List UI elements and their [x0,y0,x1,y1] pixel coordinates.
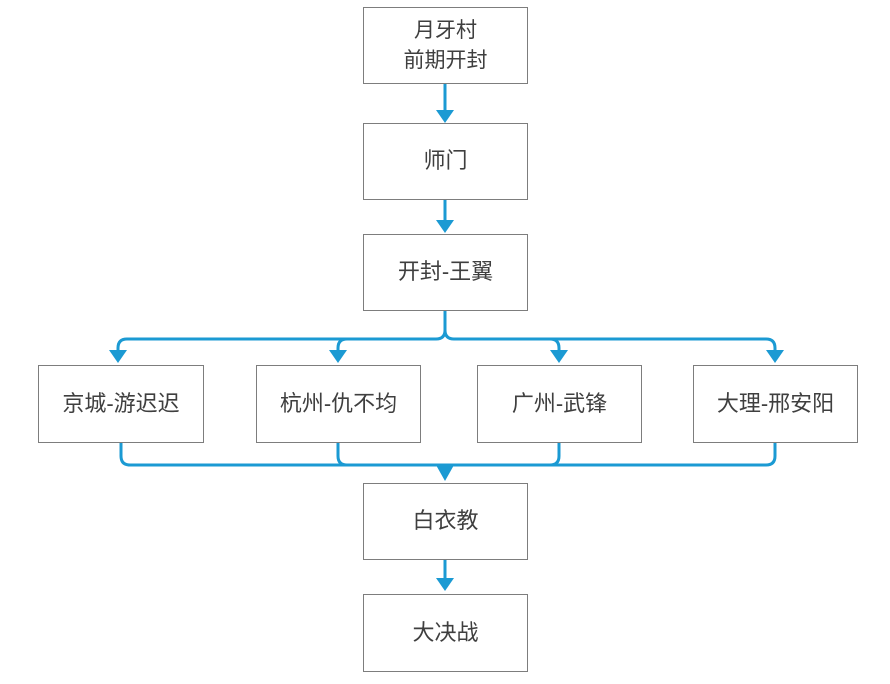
edge-fanin-dali [445,443,777,467]
arrowhead-jingcheng [109,350,127,363]
arrowhead-dali [766,350,784,363]
node-jingcheng-youchichi: 京城-游迟迟 [38,365,204,443]
arrowhead-hangzhou [329,350,347,363]
edge-fanout-guangzhou [549,337,561,351]
node-kaifeng-wangyi: 开封-王翼 [363,234,528,311]
edge-fanin-hangzhou [336,443,445,467]
arrowhead-shimen [436,110,454,123]
node-dajuezhan: 大决战 [363,594,528,672]
edge-fanout-right [443,329,777,351]
node-dali-xinganyang: 大理-邢安阳 [693,365,858,443]
node-guangzhou-wufeng: 广州-武锋 [477,365,642,443]
edge-fanout-hangzhou [336,337,348,351]
node-yueyacun: 月牙村 前期开封 [363,7,528,84]
node-baiyijiao: 白衣教 [363,483,528,560]
arrowhead-guangzhou [550,350,568,363]
arrowhead-baiyijiao [436,465,454,481]
node-hangzhou-choubujun: 杭州-仇不均 [256,365,421,443]
edge-fanin-guangzhou [445,443,561,467]
arrowhead-kaifeng [436,220,454,233]
node-shimen: 师门 [363,123,528,200]
edge-fanout-left [116,311,447,351]
edge-fanin-jingcheng [119,443,445,467]
arrowhead-dajuezhan [436,578,454,591]
